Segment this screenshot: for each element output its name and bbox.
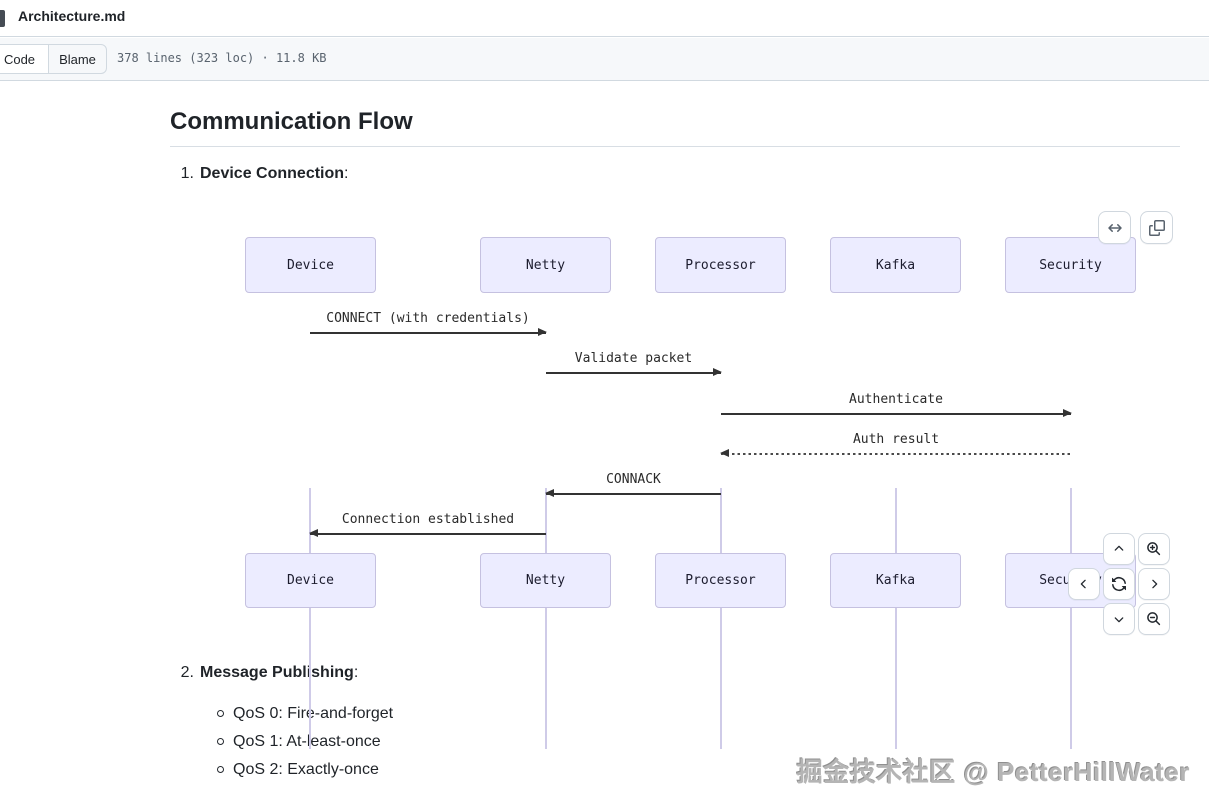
actor-processor-top: Processor	[655, 237, 786, 293]
arrows-horizontal-icon	[1107, 220, 1123, 236]
chevron-right-icon	[1147, 577, 1161, 591]
zoom-in-icon	[1146, 541, 1162, 557]
code-blame-segmented-control: Code Blame	[0, 44, 107, 74]
pan-down-button[interactable]	[1103, 603, 1135, 635]
arrowhead-left-icon	[545, 489, 554, 497]
page-title: Communication Flow	[170, 108, 1180, 147]
zoom-out-icon	[1146, 611, 1162, 627]
file-name: Architecture.md	[18, 8, 125, 24]
arrowhead-left-icon	[720, 449, 729, 457]
list-suffix: :	[354, 664, 358, 681]
arrowhead-left-icon	[309, 529, 318, 537]
actor-device-bottom: Device	[245, 553, 376, 608]
actor-kafka-bottom: Kafka	[830, 553, 961, 608]
actor-kafka-top: Kafka	[830, 237, 961, 293]
zoom-in-button[interactable]	[1138, 533, 1170, 565]
message-auth-result: Auth result	[721, 432, 1071, 455]
sync-icon	[1111, 576, 1127, 592]
message-label: Validate packet	[546, 351, 721, 369]
list-item-device-connection: 1.Device Connection:	[170, 165, 348, 183]
pan-up-button[interactable]	[1103, 533, 1135, 565]
copy-diagram-button[interactable]	[1140, 211, 1173, 244]
watermark: 掘金技术社区 @ PetterHillWater	[797, 752, 1190, 789]
list-suffix: :	[344, 165, 348, 182]
arrowhead-right-icon	[1063, 409, 1072, 417]
message-authenticate: Authenticate	[721, 392, 1071, 415]
actor-netty-top: Netty	[480, 237, 611, 293]
file-icon	[0, 10, 5, 27]
lifeline-kafka	[895, 488, 897, 749]
message-connack: CONNACK	[546, 472, 721, 495]
file-toolbar: Code Blame 378 lines (323 loc) · 11.8 KB	[0, 38, 1209, 81]
list-title: Device Connection	[200, 165, 344, 182]
actor-device-top: Device	[245, 237, 376, 293]
list-item-message-publishing: 2.Message Publishing:	[170, 664, 358, 682]
actor-security-top: Security	[1005, 237, 1136, 293]
tab-blame[interactable]: Blame	[49, 45, 106, 73]
chevron-down-icon	[1112, 612, 1126, 626]
actor-netty-bottom: Netty	[480, 553, 611, 608]
bullet-icon	[217, 766, 224, 773]
list-item-qos1: QoS 1: At-least-once	[233, 733, 381, 751]
arrowhead-right-icon	[538, 328, 547, 336]
actor-processor-bottom: Processor	[655, 553, 786, 608]
file-info: 378 lines (323 loc) · 11.8 KB	[117, 51, 327, 65]
pan-left-button[interactable]	[1068, 568, 1100, 600]
pan-right-button[interactable]	[1138, 568, 1170, 600]
mermaid-diagram-canvas[interactable]: Device Netty Processor Kafka Security De…	[0, 195, 1209, 655]
message-connect: CONNECT (with credentials)	[310, 311, 546, 334]
lifeline-processor	[720, 488, 722, 749]
list-number: 1.	[170, 165, 200, 183]
file-header: Architecture.md	[0, 0, 1209, 37]
list-number: 2.	[170, 664, 200, 682]
list-title: Message Publishing	[200, 664, 354, 681]
message-validate-packet: Validate packet	[546, 351, 721, 374]
copy-icon	[1149, 220, 1165, 236]
reset-view-button[interactable]	[1103, 568, 1135, 600]
tab-code[interactable]: Code	[0, 45, 49, 73]
message-label: CONNECT (with credentials)	[310, 311, 546, 329]
arrowhead-right-icon	[713, 368, 722, 376]
message-label: Authenticate	[721, 392, 1071, 410]
list-item-qos0: QoS 0: Fire-and-forget	[233, 705, 393, 723]
chevron-up-icon	[1112, 542, 1126, 556]
zoom-out-button[interactable]	[1138, 603, 1170, 635]
list-item-qos2: QoS 2: Exactly-once	[233, 761, 379, 779]
message-label: CONNACK	[546, 472, 721, 490]
chevron-left-icon	[1077, 577, 1091, 591]
message-label: Connection established	[310, 512, 546, 530]
lifeline-security	[1070, 488, 1072, 749]
bullet-icon	[217, 738, 224, 745]
message-connection-established: Connection established	[310, 512, 546, 535]
bullet-icon	[217, 710, 224, 717]
expand-diagram-button[interactable]	[1098, 211, 1131, 244]
message-label: Auth result	[721, 432, 1071, 450]
